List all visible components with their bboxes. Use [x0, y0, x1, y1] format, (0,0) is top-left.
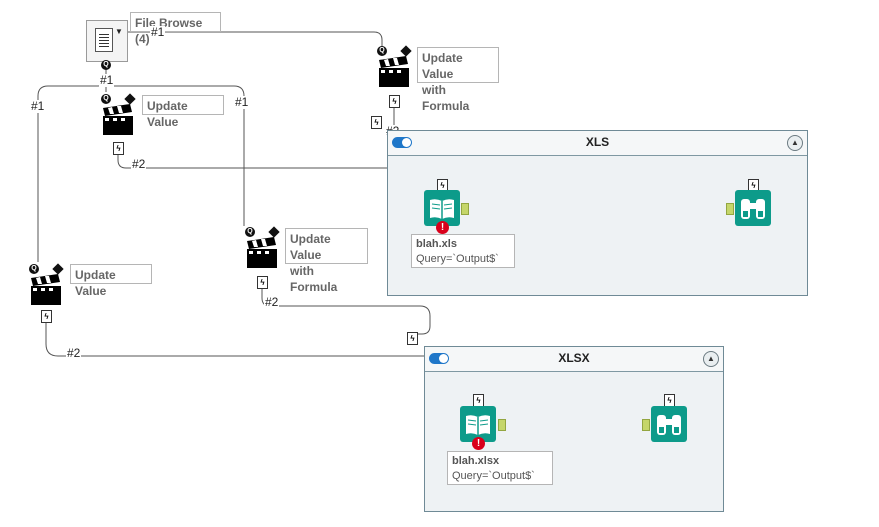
input-annotation-xls: blah.xls Query=`Output$` [411, 234, 515, 268]
dropdown-arrow-icon: ▼ [115, 27, 123, 36]
update-value-label-2: Update Value [70, 264, 152, 298]
error-icon: ! [472, 437, 485, 450]
lightning-icon: ϟ [371, 116, 382, 129]
container-header: XLSX ▲ [425, 347, 723, 372]
file-browse-label: File Browse (4) [130, 12, 221, 46]
connection-label: #1 [234, 95, 250, 109]
update-value-label-1: Update Value [142, 95, 224, 129]
query-text: Query=`Output$` [416, 253, 499, 265]
collapse-button[interactable]: ▲ [703, 351, 719, 367]
clapperboard-icon [103, 104, 133, 135]
toggle-switch[interactable] [392, 137, 412, 148]
file-name: blah.xlsx [452, 455, 500, 467]
clapperboard-icon [247, 237, 277, 268]
connection-label: #1 [99, 73, 115, 87]
connection-label: #2 [264, 295, 280, 309]
update-value-formula-label-mid: Update Value with Formula [285, 228, 368, 294]
output-anchor[interactable] [461, 203, 469, 215]
update-value-formula-label-top: Update Value with Formula [417, 47, 499, 113]
book-icon [430, 199, 454, 219]
container-title: XLS [585, 135, 610, 149]
browse-tool-xlsx[interactable] [651, 406, 687, 442]
connection-label: #2 [66, 346, 82, 360]
connection-label: #1 [150, 25, 166, 39]
input-anchor[interactable] [726, 203, 734, 215]
lightning-icon: ϟ [41, 310, 52, 323]
lightning-icon: ϟ [389, 95, 400, 108]
lightning-icon: ϟ [113, 142, 124, 155]
container-title: XLSX [558, 351, 590, 365]
input-data-tool-xlsx[interactable] [460, 406, 496, 442]
input-annotation-xlsx: blah.xlsx Query=`Output$` [447, 451, 553, 485]
q-anchor-icon: Q [29, 264, 39, 274]
binoculars-icon [741, 199, 765, 219]
container-header: XLS ▲ [388, 131, 807, 156]
document-icon [95, 28, 113, 52]
q-anchor-icon: Q [377, 46, 387, 56]
query-text: Query=`Output$` [452, 470, 535, 482]
binoculars-icon [657, 415, 681, 435]
lightning-icon: ϟ [407, 332, 418, 345]
connection-label: #2 [131, 157, 147, 171]
q-anchor-icon: Q [245, 227, 255, 237]
collapse-button[interactable]: ▲ [787, 135, 803, 151]
output-anchor[interactable] [498, 419, 506, 431]
update-value-formula-tool-top[interactable] [378, 56, 410, 88]
input-data-tool-xls[interactable] [424, 190, 460, 226]
input-anchor[interactable] [642, 419, 650, 431]
update-value-formula-tool-mid[interactable] [246, 237, 278, 269]
update-value-tool-2[interactable] [30, 274, 62, 306]
clapperboard-icon [31, 274, 61, 305]
clapperboard-icon [379, 56, 409, 87]
update-value-tool-1[interactable] [102, 104, 134, 136]
error-icon: ! [436, 221, 449, 234]
toggle-switch[interactable] [429, 353, 449, 364]
book-icon [466, 415, 490, 435]
lightning-icon: ϟ [257, 276, 268, 289]
q-anchor-icon: Q [101, 94, 111, 104]
file-browse-tool[interactable]: ▼ [86, 20, 128, 62]
q-anchor-icon: Q [101, 60, 111, 70]
browse-tool-xls[interactable] [735, 190, 771, 226]
connection-label: #1 [30, 99, 46, 113]
file-name: blah.xls [416, 238, 457, 250]
